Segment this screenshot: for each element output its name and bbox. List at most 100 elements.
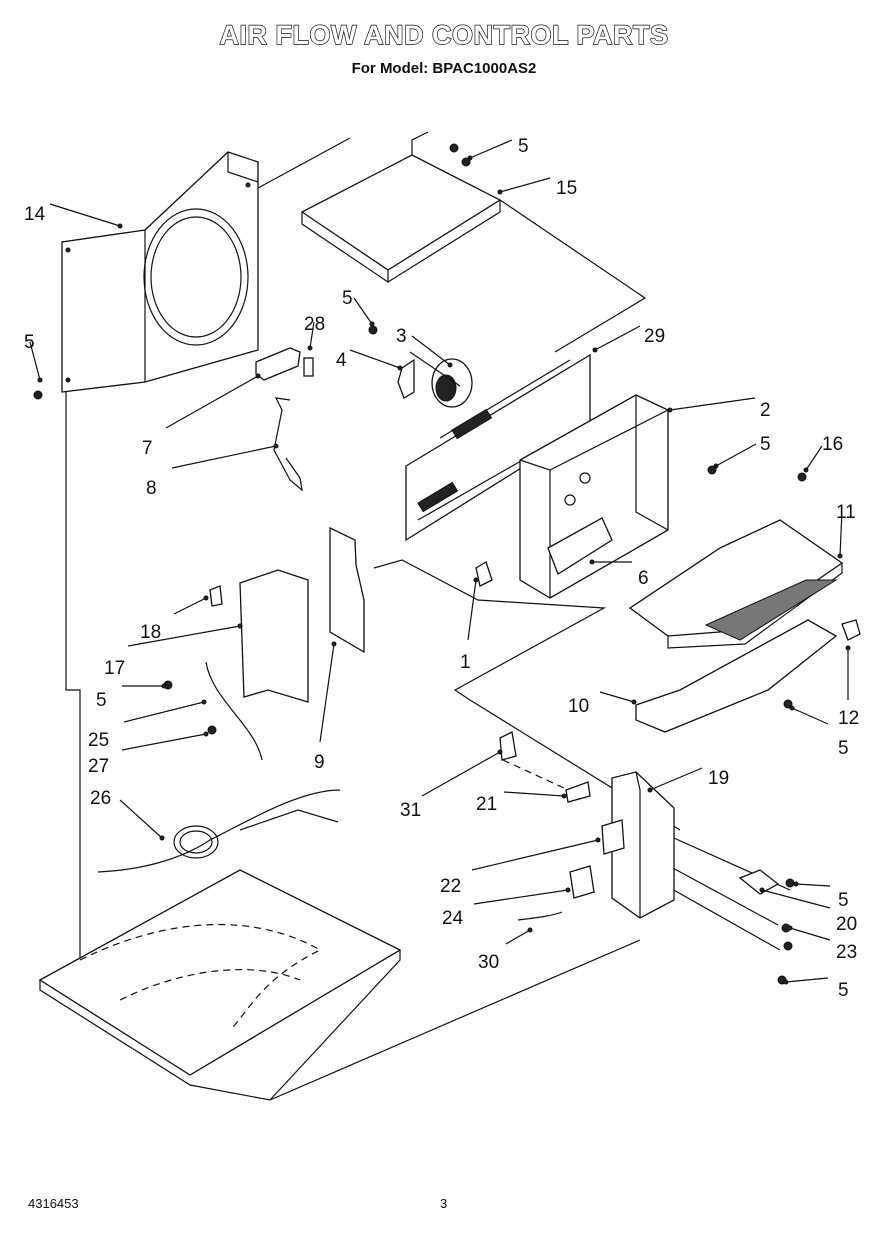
callout-leader-10 (599, 691, 635, 703)
callout-arrowhead-25 (201, 699, 207, 705)
callout-leader-27 (121, 733, 207, 751)
callout-label-12: 12 (838, 708, 859, 729)
callout-leader-17 (127, 625, 241, 647)
callout-label-10: 10 (568, 696, 589, 717)
callout-arrowhead-29 (592, 347, 598, 353)
callout-arrowhead-5 (713, 463, 719, 469)
part-7-28-bracket (255, 347, 314, 381)
callout-leader-3 (411, 335, 451, 366)
callout-arrowhead-2 (667, 407, 673, 413)
callout-leader-28 (309, 321, 315, 349)
callout-label-28: 28 (304, 314, 325, 335)
part-6-plate (547, 517, 613, 575)
callout-label-31: 31 (400, 800, 421, 821)
callout-leader-5 (469, 139, 513, 159)
part-10-tray (635, 619, 838, 733)
callout-leader-26 (119, 799, 163, 839)
part-21-tab (565, 781, 591, 803)
callout-leader-24 (473, 889, 569, 905)
callout-arrowhead-14 (117, 223, 123, 229)
callout-leader-8 (171, 445, 277, 469)
part-9-baffle (329, 526, 365, 654)
callout-arrowhead-9 (331, 641, 337, 647)
callout-arrowhead-5 (783, 979, 789, 985)
part-12-clip (841, 619, 861, 641)
callout-leader-4 (349, 349, 401, 369)
callout-leader-16 (805, 445, 823, 471)
callout-label-15: 15 (556, 178, 577, 199)
callout-arrowhead-15 (497, 189, 503, 195)
callout-label-18: 18 (140, 622, 161, 643)
callout-leader-5 (791, 707, 829, 725)
part-8-rod (273, 397, 303, 492)
callout-leader-14 (49, 203, 121, 227)
callout-label-19: 19 (708, 768, 729, 789)
callout-arrowhead-26 (159, 835, 165, 841)
callout-arrowhead-3 (447, 362, 453, 368)
callout-arrowhead-11 (837, 553, 843, 559)
callout-label-5: 5 (838, 980, 849, 1001)
callout-arrowhead-31 (497, 749, 503, 755)
callout-arrowhead-8 (273, 443, 279, 449)
callout-leader-5 (795, 883, 831, 887)
callout-leader-5 (29, 341, 41, 381)
part-30-tube (517, 911, 563, 921)
part-15-top-panel (300, 131, 502, 284)
callout-label-16: 16 (822, 434, 843, 455)
callout-leader-20 (761, 889, 831, 909)
callout-label-14: 14 (24, 204, 46, 225)
callout-leader-9 (319, 643, 335, 743)
document-number: 4316453 (28, 1196, 79, 1211)
callout-label-5: 5 (96, 690, 107, 711)
callout-label-22: 22 (440, 876, 461, 897)
callout-label-29: 29 (644, 326, 665, 347)
part-1-clip (475, 561, 493, 587)
callout-label-5: 5 (518, 136, 529, 157)
callout-label-27: 27 (88, 756, 109, 777)
callout-leader-11 (839, 509, 843, 557)
callout-label-9: 9 (314, 752, 325, 773)
callout-arrowhead-7 (255, 373, 261, 379)
callout-leader-18 (173, 597, 207, 615)
callout-label-20: 20 (836, 914, 857, 935)
callout-label-1: 1 (460, 652, 471, 673)
callout-leader-25 (123, 701, 205, 723)
callout-arrowhead-24 (565, 887, 571, 893)
callout-label-5: 5 (24, 332, 35, 353)
callout-leader-15 (499, 177, 551, 193)
callout-arrowhead-22 (595, 837, 601, 843)
callout-leader-23 (789, 927, 831, 941)
callout-label-8: 8 (146, 478, 157, 499)
callout-arrowhead-30 (527, 927, 533, 933)
callout-label-5: 5 (838, 890, 849, 911)
phantom-lines (65, 137, 791, 1101)
callout-arrowhead-18 (203, 595, 209, 601)
callout-arrowhead-16 (803, 467, 809, 473)
part-11-air-filter (628, 519, 844, 649)
callout-label-7: 7 (142, 438, 153, 459)
callout-leader-22 (471, 839, 599, 871)
callout-label-3: 3 (396, 326, 407, 347)
model-subtitle: For Model: BPAC1000AS2 (351, 60, 537, 77)
callout-leader-21 (503, 791, 565, 797)
callout-leader-19 (649, 767, 703, 791)
callout-label-4: 4 (336, 350, 347, 371)
part-31-clip (499, 731, 517, 761)
callout-leader-1 (467, 579, 477, 641)
callout-label-5: 5 (760, 434, 771, 455)
callout-arrowhead-21 (561, 793, 567, 799)
callout-arrowhead-5 (161, 683, 167, 689)
callout-label-11: 11 (836, 502, 856, 523)
callout-arrowhead-28 (307, 345, 313, 351)
callout-leader-31 (421, 751, 501, 797)
callout-arrowhead-23 (787, 925, 793, 931)
callout-arrowhead-20 (759, 887, 765, 893)
callout-label-21: 21 (476, 794, 497, 815)
callout-arrowhead-19 (647, 787, 653, 793)
callout-label-5: 5 (342, 288, 353, 309)
callout-arrowhead-17 (237, 623, 243, 629)
callout-arrowhead-5 (369, 321, 375, 327)
